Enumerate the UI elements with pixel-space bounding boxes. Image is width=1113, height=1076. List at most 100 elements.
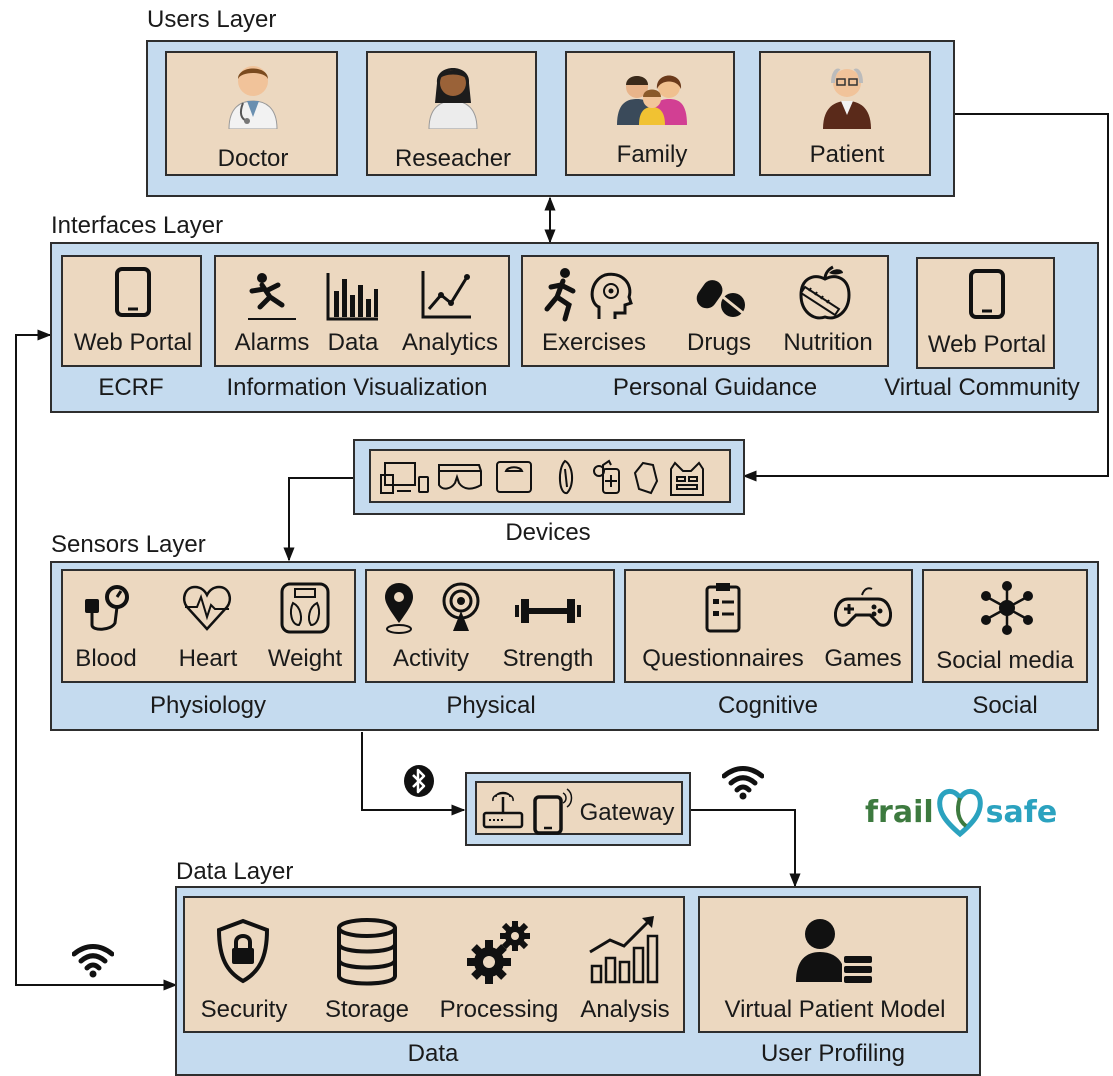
analytics-label[interactable]: Analytics: [401, 329, 499, 356]
info-visualization-group-label: Information Visualization: [226, 374, 488, 401]
user-label-doctor: Doctor: [217, 145, 289, 172]
ecrf-web-portal-label[interactable]: Web Portal: [73, 329, 193, 356]
user-card-patient[interactable]: Patient: [759, 51, 931, 176]
storage-label[interactable]: Storage: [324, 996, 410, 1023]
running-brain-icon[interactable]: [543, 267, 635, 323]
alarms-label[interactable]: Alarms: [234, 329, 310, 356]
computer-tablet-phone-icon: [380, 462, 429, 494]
user-profiling-card: Virtual Patient Model: [698, 896, 968, 1033]
activity-label[interactable]: Activity: [392, 645, 470, 672]
physiology-card: Blood Heart Weight: [61, 569, 356, 683]
users-layer-title: Users Layer: [147, 6, 277, 33]
logo-frail-text: frail: [865, 794, 934, 830]
gamepad-icon[interactable]: [834, 585, 892, 629]
data-group-label: Data: [407, 1040, 459, 1067]
tablet-icon[interactable]: [115, 267, 151, 317]
dumbbell-icon[interactable]: [513, 595, 583, 627]
user-label-family: Family: [616, 141, 688, 168]
physical-card: Activity Strength: [365, 569, 615, 683]
blood-pressure-icon[interactable]: [81, 583, 133, 635]
user-label-patient: Patient: [809, 141, 885, 168]
user-profiling-group-label: User Profiling: [760, 1040, 906, 1067]
logo-safe-text: safe: [985, 794, 1058, 830]
weight-scale-icon[interactable]: [279, 581, 331, 635]
bar-chart-icon[interactable]: [326, 271, 380, 321]
insole-icon: [559, 459, 573, 494]
personal-guidance-card: Exercises Drugs Nutrition: [521, 255, 889, 367]
weight-label[interactable]: Weight: [267, 645, 343, 672]
heart-label[interactable]: Heart: [178, 645, 238, 672]
family-icon: [617, 63, 687, 125]
wearable-tag-icon: [633, 461, 659, 495]
researcher-icon: [425, 59, 481, 129]
heart-rate-icon[interactable]: [181, 583, 233, 633]
security-label[interactable]: Security: [200, 996, 288, 1023]
user-card-doctor[interactable]: Doctor: [165, 51, 338, 176]
bluetooth-icon: [403, 764, 435, 798]
processing-label[interactable]: Processing: [439, 996, 559, 1023]
physiology-group-label: Physiology: [149, 692, 267, 719]
physical-group-label: Physical: [446, 692, 536, 719]
user-list-icon[interactable]: [796, 916, 876, 986]
drugs-label[interactable]: Drugs: [686, 329, 752, 356]
analysis-label[interactable]: Analysis: [580, 996, 670, 1023]
database-icon[interactable]: [335, 918, 399, 986]
devices-label: Devices: [505, 519, 591, 546]
frailsafe-logo: frail safe: [865, 786, 1057, 838]
cognitive-card: Questionnaires Games: [624, 569, 913, 683]
data-card: Security Storage Processing Analysis: [183, 896, 685, 1033]
exercises-label[interactable]: Exercises: [541, 329, 647, 356]
ecrf-group-label: ECRF: [98, 374, 164, 401]
pill-icon[interactable]: [691, 271, 747, 319]
virtual-community-card: Web Portal: [916, 257, 1055, 369]
games-label[interactable]: Games: [824, 645, 902, 672]
shield-lock-icon[interactable]: [215, 918, 271, 984]
data-label[interactable]: Data: [327, 329, 379, 356]
cognitive-group-label: Cognitive: [717, 692, 819, 719]
user-card-family[interactable]: Family: [565, 51, 735, 176]
social-group-label: Social: [972, 692, 1038, 719]
social-media-label[interactable]: Social media: [936, 647, 1074, 674]
smart-vest-icon: [670, 461, 704, 496]
sensors-layer-title: Sensors Layer: [51, 531, 206, 558]
user-card-researcher[interactable]: Reseacher: [366, 51, 537, 176]
nutrition-label[interactable]: Nutrition: [783, 329, 873, 356]
strength-label[interactable]: Strength: [502, 645, 594, 672]
scale-icon: [496, 461, 532, 493]
interfaces-layer-title: Interfaces Layer: [51, 212, 224, 239]
data-layer-title: Data Layer: [176, 858, 294, 885]
info-visualization-card: Alarms Data Analytics: [214, 255, 510, 367]
doctor-icon: [225, 59, 281, 129]
line-chart-icon[interactable]: [421, 269, 473, 319]
growth-chart-icon[interactable]: [588, 914, 660, 984]
devices-card[interactable]: [369, 449, 731, 503]
devices-icons: [380, 459, 704, 496]
gears-icon[interactable]: [467, 918, 535, 986]
wifi-icon: [72, 942, 114, 978]
ecrf-card: Web Portal: [61, 255, 202, 367]
virtual-community-group-label: Virtual Community: [884, 374, 1080, 401]
wifi-icon: [722, 764, 764, 800]
community-web-portal-label[interactable]: Web Portal: [927, 331, 1047, 358]
tablet-wireless-icon: [531, 785, 573, 835]
inhaler-icon: [593, 459, 620, 494]
personal-guidance-group-label: Personal Guidance: [612, 374, 818, 401]
gateway-data-arrow: [691, 809, 801, 888]
user-label-researcher: Reseacher: [394, 145, 512, 172]
router-icon: [481, 787, 527, 833]
blood-label[interactable]: Blood: [75, 645, 137, 672]
social-card: Social media: [922, 569, 1088, 683]
heart-logo-icon: [936, 786, 984, 838]
gateway-card[interactable]: Gateway: [475, 781, 683, 835]
gateway-label: Gateway: [579, 799, 675, 826]
apple-measure-icon[interactable]: [795, 265, 855, 323]
clipboard-icon[interactable]: [704, 581, 742, 633]
tablet-icon[interactable]: [969, 269, 1005, 319]
patient-icon: [819, 59, 875, 129]
location-activity-icon[interactable]: [379, 581, 483, 637]
social-network-icon[interactable]: [979, 581, 1035, 635]
fall-alarm-icon[interactable]: [248, 271, 296, 321]
questionnaires-label[interactable]: Questionnaires: [642, 645, 804, 672]
devices-sensors-arrow: [283, 477, 355, 562]
virtual-patient-model-label[interactable]: Virtual Patient Model: [724, 996, 946, 1023]
